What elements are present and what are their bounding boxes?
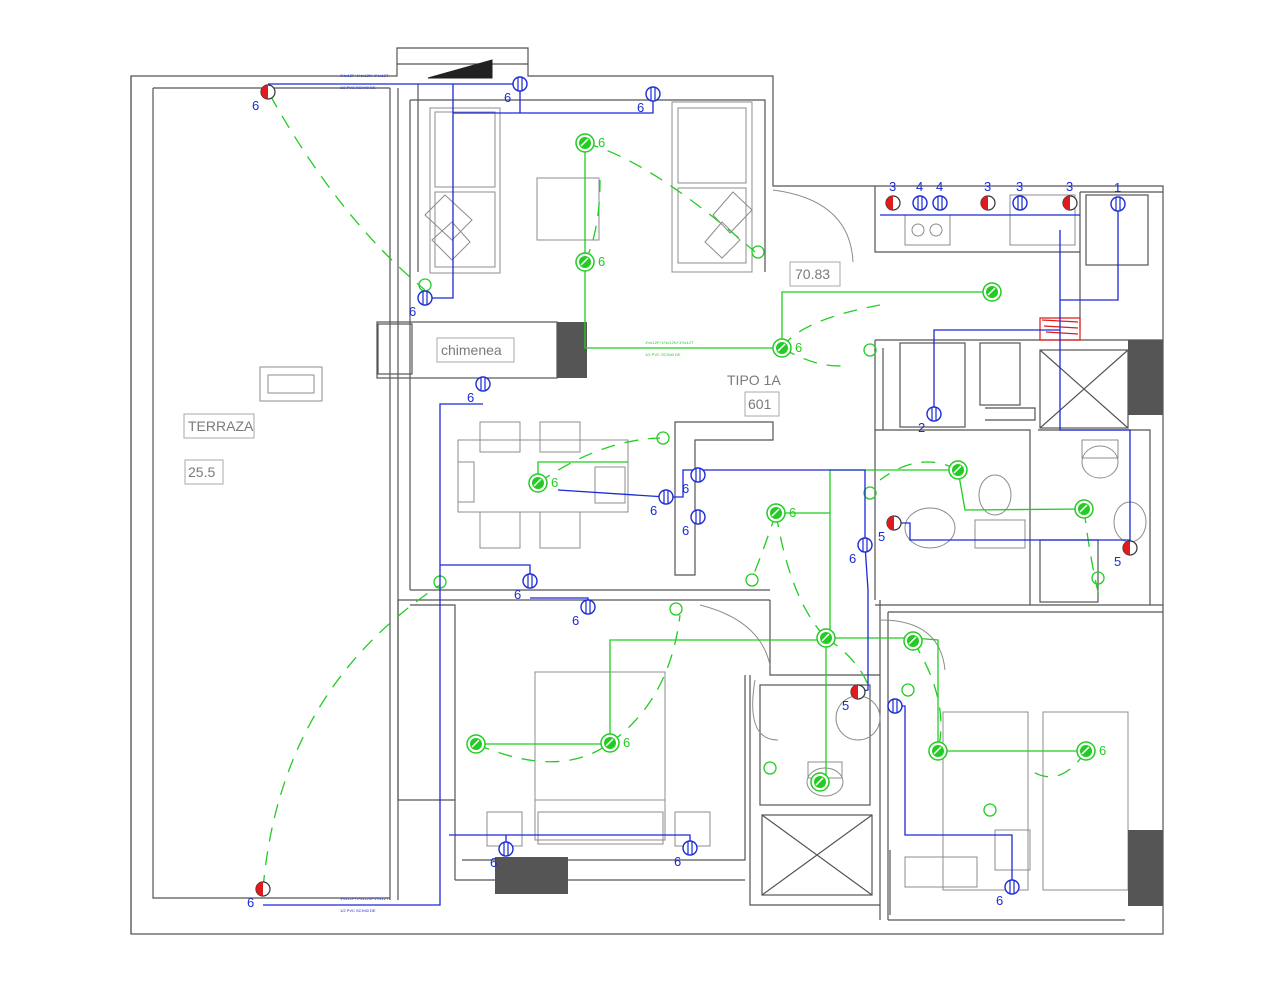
fixture-outlet-icon: 6 — [849, 537, 873, 566]
fixture-outlet-icon — [887, 698, 903, 714]
fixture-special-icon: 5 — [878, 515, 902, 544]
fixture-light-icon — [982, 282, 1002, 302]
fixture-circuit-number: 3 — [1016, 179, 1023, 194]
fixture-outlet-icon: 6 — [682, 509, 706, 538]
fixture-circuit-number: 5 — [878, 529, 885, 544]
fixture-outlet-icon: 6 — [682, 467, 706, 496]
fixture-outlet-icon: 1 — [1110, 180, 1126, 212]
walls — [130, 47, 1164, 935]
fixture-circuit-number: 3 — [984, 179, 991, 194]
fixture-circuit-number: 6 — [514, 587, 521, 602]
fixture-light-icon: 6 — [575, 133, 605, 153]
fixture-circuit-number: 6 — [650, 503, 657, 518]
fixture-circuit-number: 6 — [252, 98, 259, 113]
fixture-circuit-number: 4 — [916, 179, 923, 194]
pipe-spec-note: 1½x12F+1½x12N+1½x12T — [645, 340, 694, 345]
fixture-circuit-number: 3 — [889, 179, 896, 194]
fixture-circuit-number: 4 — [936, 179, 943, 194]
fixture-outlet-icon: 4 — [932, 179, 948, 211]
label-area-terraza: 25.5 — [188, 464, 215, 480]
fixture-light-icon: 6 — [766, 503, 796, 523]
fixture-light-icon: 6 — [528, 473, 558, 493]
label-area-interior: 70.83 — [795, 266, 830, 282]
pipe-spec-note: 1½x12F+1½x12N+1½x12T — [340, 896, 389, 901]
fixture-circuit-number: 6 — [409, 304, 416, 319]
fixture-circuit-number: 3 — [1066, 179, 1073, 194]
fixture-special-icon: 5 — [1114, 540, 1138, 569]
fixture-circuit-number: 6 — [467, 390, 474, 405]
fixture-circuit-number: 6 — [490, 855, 497, 870]
fixture-outlet-icon: 6 — [637, 86, 661, 115]
fixture-light-icon: 6 — [575, 252, 605, 272]
label-unit: 601 — [748, 396, 772, 412]
fixture-circuit-number: 6 — [789, 505, 796, 520]
fixture-outlet-icon: 6 — [650, 489, 674, 518]
fixture-circuit-number: 6 — [572, 613, 579, 628]
pipe-annotations: 1½x12F+1½x12N+1½x12T 1/2 PVC SCH40 DE 1½… — [340, 73, 694, 913]
fixture-special-icon: 3 — [980, 179, 996, 211]
pipe-material-note: 1/2 PVC SCH40 DE — [645, 352, 681, 357]
fixture-outlet-icon: 2 — [918, 406, 942, 435]
fixture-outlet-icon: 6 — [409, 290, 433, 319]
fixture-outlet-icon: 6 — [490, 841, 514, 870]
pipe-material-note: 1/2 PVC SCH40 DE — [340, 908, 376, 913]
fixture-circuit-number: 6 — [247, 895, 254, 910]
fixture-outlet-icon: 3 — [1012, 179, 1028, 211]
fixture-circuit-number: 6 — [682, 523, 689, 538]
fixture-light-icon — [903, 631, 923, 651]
fixture-special-icon: 5 — [842, 684, 866, 713]
label-terraza: TERRAZA — [188, 418, 254, 434]
fixture-light-icon — [1074, 499, 1094, 519]
furniture — [259, 59, 1147, 891]
fixture-light-icon — [948, 460, 968, 480]
fixture-light-icon — [928, 741, 948, 761]
label-tipo: TIPO 1A — [727, 372, 781, 388]
fixture-circuit-number: 6 — [682, 481, 689, 496]
fixture-circuit-number: 6 — [623, 735, 630, 750]
pipe-spec-note: 1½x12F+1½x12N+1½x12T — [340, 73, 389, 78]
fixture-light-icon: 6 — [772, 338, 802, 358]
fixture-circuit-number: 6 — [637, 100, 644, 115]
fixture-circuit-number: 6 — [598, 254, 605, 269]
fixture-light-icon: 6 — [600, 733, 630, 753]
room-labels: chimenea 70.83 TIPO 1A 601 TERRAZA 25.5 — [183, 261, 841, 485]
fixture-outlet-icon: 6 — [996, 879, 1020, 908]
fixture-outlet-icon: 6 — [572, 599, 596, 628]
fixture-circuit-number: 6 — [504, 90, 511, 105]
fixture-outlet-icon: 4 — [912, 179, 928, 211]
fixture-special-icon: 6 — [247, 881, 271, 910]
fixture-circuit-number: 1 — [1114, 180, 1121, 195]
fixture-circuit-number: 6 — [795, 340, 802, 355]
fixture-circuit-number: 6 — [849, 551, 856, 566]
fixture-special-icon: 6 — [252, 84, 276, 113]
fixture-circuit-number: 6 — [1099, 743, 1106, 758]
fixture-circuit-number: 2 — [918, 420, 925, 435]
fixture-special-icon: 3 — [885, 179, 901, 211]
outlet-circuits — [263, 83, 1131, 906]
fixture-circuit-number: 5 — [842, 698, 849, 713]
fixture-outlet-icon: 6 — [467, 376, 491, 405]
fixture-outlet-icon: 6 — [504, 76, 528, 105]
fixture-light-icon — [466, 734, 486, 754]
fixture-light-icon — [810, 772, 830, 792]
fixture-outlet-icon: 6 — [674, 840, 698, 869]
fixture-circuit-number: 6 — [551, 475, 558, 490]
fixture-circuit-number: 6 — [598, 135, 605, 150]
fixture-circuit-number: 5 — [1114, 554, 1121, 569]
fixture-light-icon: 6 — [1076, 741, 1106, 761]
pipe-material-note: 1/2 PVC SCH40 DE — [340, 85, 376, 90]
fixture-circuit-number: 6 — [674, 854, 681, 869]
label-chimenea: chimenea — [441, 342, 502, 358]
fixture-special-icon: 3 — [1062, 179, 1078, 211]
structural-columns — [495, 322, 1163, 906]
fixture-circuit-number: 6 — [996, 893, 1003, 908]
fixture-light-icon — [816, 628, 836, 648]
fixture-outlet-icon: 6 — [514, 573, 538, 602]
